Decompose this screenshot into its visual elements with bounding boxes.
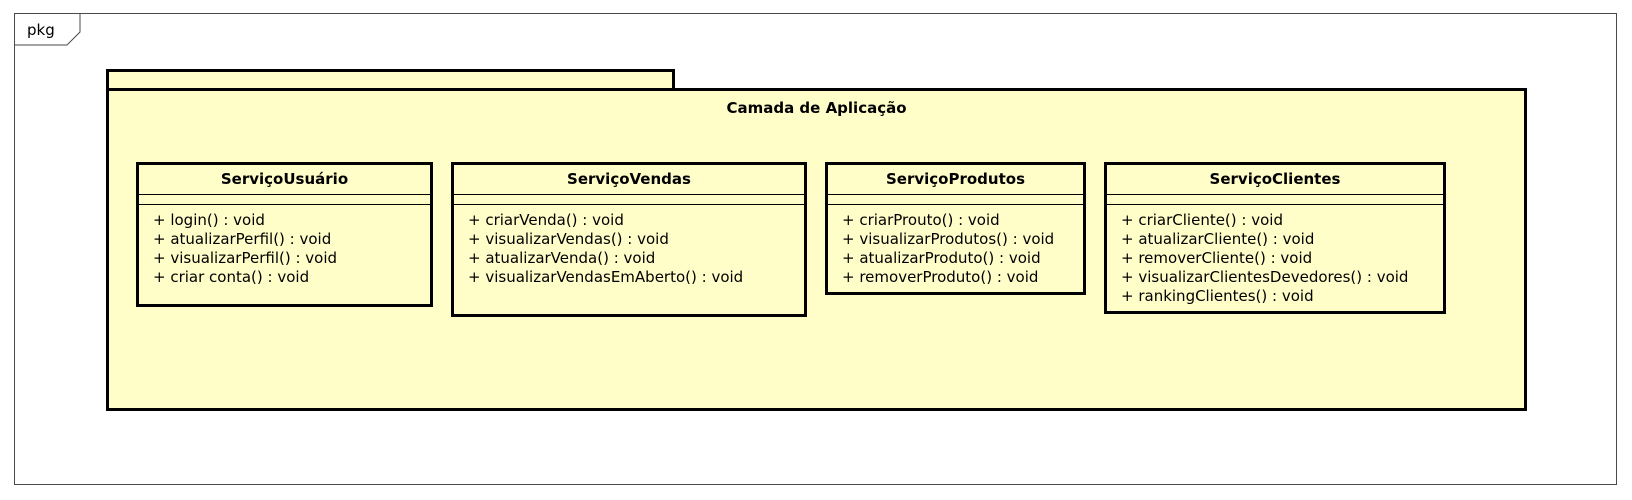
- class-attributes-compartment: [454, 194, 804, 205]
- operation: + atualizarVenda() : void: [468, 249, 656, 267]
- diagram-frame: pkg: [14, 13, 1617, 485]
- class-servico-clientes[interactable]: ServiçoClientes + criarCliente() : void …: [1104, 162, 1446, 314]
- operation: + atualizarCliente() : void: [1121, 230, 1315, 248]
- package-title: Camada de Aplicação: [726, 99, 907, 117]
- operation: + criarVenda() : void: [468, 211, 624, 229]
- class-operations: + criarProuto() : void + visualizarProdu…: [828, 205, 1083, 287]
- class-name: ServiçoProdutos: [885, 170, 1025, 188]
- operation: + removerProduto() : void: [842, 268, 1039, 286]
- class-servico-produtos[interactable]: ServiçoProdutos + criarProuto() : void +…: [825, 162, 1086, 295]
- frame-tag-label: pkg: [27, 21, 55, 39]
- class-name: ServiçoUsuário: [220, 170, 349, 188]
- operation: + visualizarProdutos() : void: [842, 230, 1055, 248]
- frame-tag-shape: [15, 14, 81, 46]
- class-attributes-compartment: [1107, 194, 1443, 205]
- operation: + rankingClientes() : void: [1121, 287, 1314, 305]
- operation: + visualizarPerfil() : void: [153, 249, 338, 267]
- operation: + criarProuto() : void: [842, 211, 1000, 229]
- class-operations: + criarCliente() : void + atualizarClien…: [1107, 205, 1443, 306]
- class-servico-usuario[interactable]: ServiçoUsuário + login() : void + atuali…: [136, 162, 433, 307]
- class-operations: + criarVenda() : void + visualizarVendas…: [454, 205, 804, 287]
- class-attributes-compartment: [139, 194, 430, 205]
- operation: + visualizarVendasEmAberto() : void: [468, 268, 744, 286]
- operation: + login() : void: [153, 211, 265, 229]
- operation: + atualizarPerfil() : void: [153, 230, 332, 248]
- class-operations: + login() : void + atualizarPerfil() : v…: [139, 205, 430, 287]
- operation: + atualizarProduto() : void: [842, 249, 1041, 267]
- operation: + visualizarVendas() : void: [468, 230, 669, 248]
- class-name: ServiçoClientes: [1209, 170, 1341, 188]
- operation: + criar conta() : void: [153, 268, 310, 286]
- package-tab: [106, 69, 675, 90]
- operation: + criarCliente() : void: [1121, 211, 1283, 229]
- operation: + removerCliente() : void: [1121, 249, 1313, 267]
- class-servico-vendas[interactable]: ServiçoVendas + criarVenda() : void + vi…: [451, 162, 807, 317]
- class-attributes-compartment: [828, 194, 1083, 205]
- class-name: ServiçoVendas: [567, 170, 691, 188]
- operation: + visualizarClientesDevedores() : void: [1121, 268, 1409, 286]
